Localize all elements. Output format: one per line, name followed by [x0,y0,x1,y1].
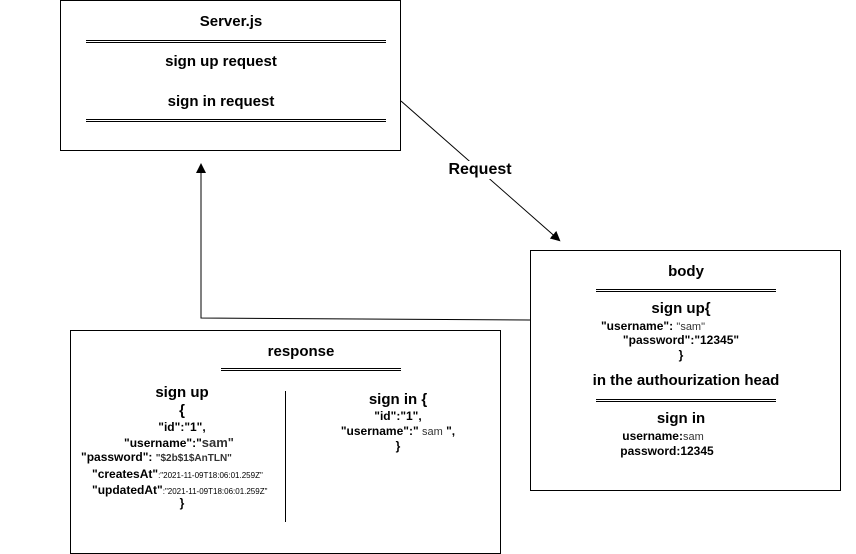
response-signin-username-end: ", [446,424,456,438]
response-signup-updated: "updatedAt":"2021-11-09T18:06:01.259Z" [92,481,267,499]
response-arrow [196,163,531,321]
body-signup-close: } [678,348,684,362]
response-signup-username-val: sam" [201,435,234,450]
body-signin-username-key: username: [622,429,683,443]
server-divider-bottom [86,119,386,122]
body-auth-note: in the authourization head [592,372,780,389]
response-signup-password-val: "$2b$1$AnTLN" [155,453,232,464]
server-box: Server.js sign up request sign in reques… [60,0,401,151]
response-signin-username: "username":" sam ", [341,424,455,438]
response-signup-created-key: "createsAt" [92,467,159,481]
response-signin-header: sign in { [368,391,428,408]
response-signup-username: "username":"sam" [124,435,234,450]
response-signin-username-key: "username":" [340,424,419,438]
server-title: Server.js [199,13,263,30]
response-column-divider [285,391,286,522]
body-signup-username-key: "username": [600,319,674,333]
body-signup-header: sign up{ [651,300,711,317]
response-box: response sign up { "id":"1", "username":… [70,330,501,554]
body-signin-password: password:12345 [620,444,714,458]
body-signup-password: "password":"12345" [622,333,740,347]
request-label: Request [446,161,514,179]
response-signup-open: { [179,402,185,419]
response-signin-username-val: sam [421,426,443,438]
response-signup-username-key: "username":" [124,436,202,450]
server-divider-top [86,40,386,43]
response-signup-password: "password": "$2b$1$AnTLN" [81,450,232,464]
response-divider [221,368,401,371]
response-signup-password-key: "password": [81,450,153,464]
response-signup-header: sign up [155,384,209,401]
response-signup-updated-key: "updatedAt" [92,483,163,497]
response-signup-id: "id":"1", [158,420,206,434]
response-signup-close: } [179,496,185,510]
body-divider-top [596,289,776,292]
body-signup-username: "username": "sam" [601,319,705,333]
signin-request-item: sign in request [167,93,275,110]
response-signup-created-val: :"2021-11-09T18:06:01.259Z" [158,471,263,480]
response-signin-close: } [395,439,401,453]
body-signup-username-val: "sam" [676,321,706,333]
response-signup-updated-val: :"2021-11-09T18:06:01.259Z" [162,487,268,496]
body-divider-bottom [596,399,776,402]
body-signin-header: sign in [656,410,706,427]
body-signin-username-val: sam [682,431,704,443]
response-signup-created: "createsAt":"2021-11-09T18:06:01.259Z" [92,465,263,483]
body-signin-username: username:sam [622,429,703,443]
response-title: response [267,343,335,360]
response-signin-id: "id":"1", [374,409,422,423]
body-box: body sign up{ "username": "sam" "passwor… [530,250,841,491]
body-title: body [668,263,704,280]
signup-request-item: sign up request [165,53,277,70]
